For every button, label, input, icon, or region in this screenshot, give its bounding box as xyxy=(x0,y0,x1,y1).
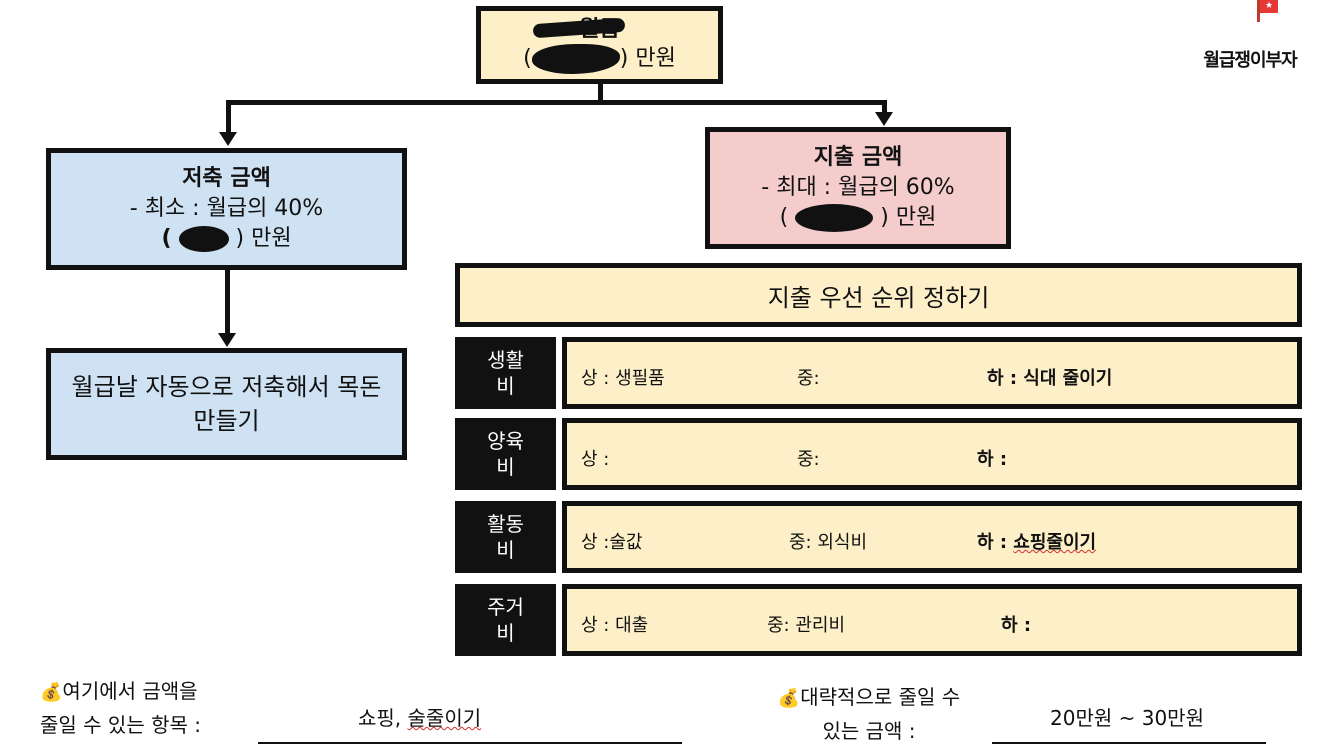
salary-amount-prefix: ( xyxy=(523,46,532,71)
row-label-line: 생활 xyxy=(487,348,524,372)
reduce-items-answer-prefix: 쇼핑, xyxy=(358,706,408,730)
priority-mid: 중: 관리비 xyxy=(767,615,846,636)
row-label-line: 비 xyxy=(496,621,515,645)
row-label-line: 활동 xyxy=(487,512,524,536)
row-label-line: 비 xyxy=(496,455,515,479)
flag-pole xyxy=(1257,0,1260,22)
reduce-items-line1: 여기에서 금액을 xyxy=(62,679,198,703)
flag-icon: ★ xyxy=(1260,0,1278,13)
logo-name: 월급쟁이부자 xyxy=(1203,50,1297,70)
connector xyxy=(225,270,230,334)
priority-mid: 중: xyxy=(797,368,820,389)
spending-title: 지출 금액 xyxy=(813,145,903,170)
priority-header: 지출 우선 순위 정하기 xyxy=(455,263,1302,327)
reduce-amount-answer[interactable]: 20만원 ~ 30만원 xyxy=(1050,706,1204,730)
priority-high: 상 : xyxy=(581,449,610,470)
auto-save-text: 월급날 자동으로 저축해서 목돈 만들기 xyxy=(71,373,382,435)
reduce-items-line2: 줄일 수 있는 항목 : xyxy=(40,713,201,737)
spending-amount-prefix: ( xyxy=(779,205,789,230)
savings-rule: - 최소 : 월급의 40% xyxy=(129,196,324,221)
priority-low: 하 : 식대 줄이기 xyxy=(987,368,1113,389)
priority-mid: 중: xyxy=(797,449,820,470)
redaction-mark xyxy=(795,204,874,232)
priority-row-childcare: 상 : 중: 하 : xyxy=(562,418,1302,490)
reduce-items-answer[interactable]: 쇼핑, 술줄이기 xyxy=(358,702,481,734)
auto-save-box: 월급날 자동으로 저축해서 목돈 만들기 xyxy=(46,348,407,460)
redaction-mark xyxy=(531,44,620,74)
spending-amount-suffix: ) 만원 xyxy=(880,205,937,230)
priority-low: 하 : 쇼핑줄이기 xyxy=(977,528,1096,554)
arrow-down-icon xyxy=(875,112,893,126)
arrow-down-icon xyxy=(219,132,237,146)
logo: ★ 월급쟁이부자 xyxy=(1185,0,1315,70)
reduce-amount-line1: 대략적으로 줄일 수 xyxy=(800,685,961,709)
priority-row-housing: 상 : 대출 중: 관리비 하 : xyxy=(562,584,1302,656)
money-bag-icon: 💰 xyxy=(40,682,63,703)
savings-box: 저축 금액 - 최소 : 월급의 40% ( ) 만원 xyxy=(46,148,407,270)
row-label-line: 비 xyxy=(496,538,515,562)
spending-amount: ( ) 만원 xyxy=(779,203,937,233)
spending-box: 지출 금액 - 최대 : 월급의 60% ( ) 만원 xyxy=(705,127,1011,249)
money-bag-icon: 💰 xyxy=(777,688,801,709)
priority-high: 상 : 생필품 xyxy=(581,368,665,389)
connector xyxy=(226,100,886,105)
connector xyxy=(882,100,887,114)
salary-box: 월급 () 만원 xyxy=(476,6,723,84)
priority-row-activity: 상 :술값 중: 외식비 하 : 쇼핑줄이기 xyxy=(562,501,1302,573)
connector xyxy=(598,84,603,104)
priority-mid: 중: 외식비 xyxy=(789,532,868,553)
salary-amount: ( ) 만원 xyxy=(523,44,676,74)
row-label-line: 양육 xyxy=(487,429,524,453)
reduce-items-answer-wavy: 술줄이기 xyxy=(407,706,482,730)
priority-low-value: 쇼핑줄이기 xyxy=(1013,532,1097,553)
redaction-mark xyxy=(178,226,229,252)
reduce-items-label: 💰여기에서 금액을 줄일 수 있는 항목 : xyxy=(40,675,201,741)
row-label-line: 비 xyxy=(496,374,515,398)
savings-amount: ( ) 만원 xyxy=(161,224,292,254)
answer-underline xyxy=(258,742,682,744)
salary-amount-suffix: ) 만원 xyxy=(619,46,676,71)
priority-row-living: 상 : 생필품 중: 하 : 식대 줄이기 xyxy=(562,337,1302,409)
priority-low: 하 : xyxy=(977,449,1008,470)
reduce-amount-line2: 있는 금액 : xyxy=(822,719,916,743)
priority-title: 지출 우선 순위 정하기 xyxy=(767,283,990,312)
connector xyxy=(226,100,231,134)
priority-high: 상 :술값 xyxy=(581,532,643,553)
savings-title: 저축 금액 xyxy=(182,166,271,191)
savings-amount-prefix: ( xyxy=(161,226,172,251)
answer-underline xyxy=(992,742,1266,744)
row-label-line: 주거 xyxy=(487,595,524,619)
arrow-down-icon xyxy=(218,333,236,347)
savings-amount-suffix: ) 만원 xyxy=(235,226,292,251)
priority-high: 상 : 대출 xyxy=(581,615,649,636)
priority-low-prefix: 하 : xyxy=(977,532,1014,553)
priority-low: 하 : xyxy=(1001,615,1032,636)
reduce-amount-label: 💰대략적으로 줄일 수 있는 금액 : xyxy=(738,681,1000,747)
spending-rule: - 최대 : 월급의 60% xyxy=(761,175,955,200)
